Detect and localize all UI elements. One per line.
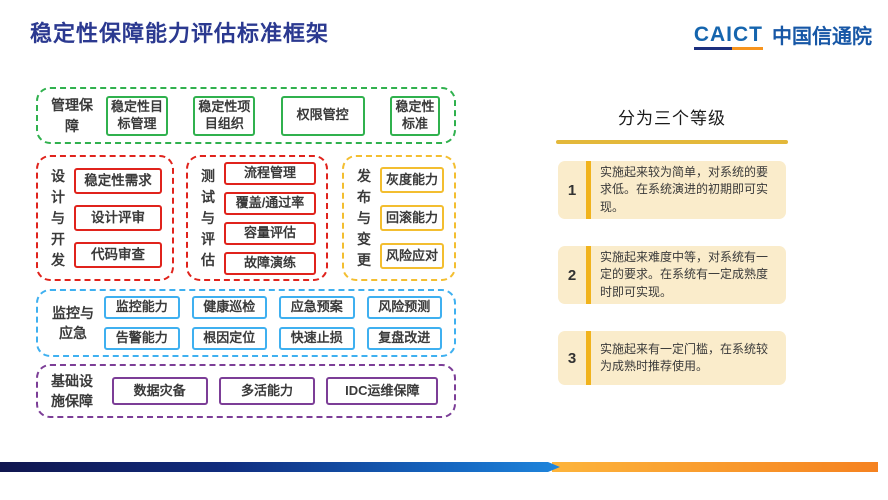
framework-item: 权限管控 bbox=[280, 95, 365, 136]
caict-brand: CAICT bbox=[693, 23, 763, 50]
caict-name: 中国信通院 bbox=[772, 26, 872, 48]
group-label: 监控与应急 bbox=[52, 304, 94, 341]
framework-item: 风险预测 bbox=[366, 296, 442, 319]
group-items: 流程管理 覆盖/通过率 容量评估 故障演练 bbox=[224, 161, 326, 275]
group-items: 稳定性目标管理 稳定性项目组织 权限管控 稳定性标准 bbox=[98, 95, 454, 136]
group-items: 数据灾备 多活能力 IDC运维保障 bbox=[96, 377, 454, 405]
caict-brand-text: CAICT bbox=[693, 23, 763, 46]
level-number: 1 bbox=[567, 181, 577, 199]
level-card-3: 3 实施起来有一定门槛，在系统较为成熟时推荐使用。 bbox=[558, 331, 786, 385]
caict-logo: CAICT 中国信通院 bbox=[693, 23, 872, 50]
framework-item: 流程管理 bbox=[224, 161, 316, 185]
framework-item: 应急预案 bbox=[279, 296, 355, 319]
level-card-2: 2 实施起来难度中等，对系统有一定的要求。在系统有一定成熟度时即可实现。 bbox=[558, 246, 786, 304]
level-description: 实施起来有一定门槛，在系统较为成熟时推荐使用。 bbox=[600, 341, 769, 373]
level-description: 实施起来难度中等，对系统有一定的要求。在系统有一定成熟度时即可实现。 bbox=[600, 249, 769, 299]
framework-item: 回滚能力 bbox=[380, 205, 444, 231]
group-items: 灰度能力 回滚能力 风险应对 bbox=[380, 167, 454, 269]
framework-item: 快速止损 bbox=[279, 327, 355, 350]
caict-underline bbox=[693, 47, 763, 50]
group-label: 测试与评估 bbox=[201, 167, 215, 268]
levels-heading-underline bbox=[556, 140, 788, 144]
framework-item: 风险应对 bbox=[380, 243, 444, 269]
group-monitoring-emergency: 监控与应急 监控能力 健康巡检 应急预案 风险预测 告警能力 根因定位 快速止损… bbox=[36, 289, 456, 357]
framework-item: 容量评估 bbox=[224, 221, 316, 245]
group-items: 稳定性需求 设计评审 代码审查 bbox=[74, 168, 172, 268]
group-release-change: 发布与变更 灰度能力 回滚能力 风险应对 bbox=[342, 155, 456, 281]
framework-item: 稳定性需求 bbox=[74, 168, 162, 194]
group-items: 监控能力 健康巡检 应急预案 风险预测 告警能力 根因定位 快速止损 复盘改进 bbox=[98, 296, 454, 350]
framework-item: 灰度能力 bbox=[380, 167, 444, 193]
framework-item: 监控能力 bbox=[104, 296, 180, 319]
framework-item: IDC运维保障 bbox=[326, 377, 439, 405]
framework-item: 健康巡检 bbox=[191, 296, 267, 319]
framework-item: 故障演练 bbox=[224, 251, 316, 275]
framework-item: 根因定位 bbox=[191, 327, 267, 350]
framework-item: 设计评审 bbox=[74, 205, 162, 231]
group-label: 基础设施保障 bbox=[51, 372, 93, 409]
group-test-evaluation: 测试与评估 流程管理 覆盖/通过率 容量评估 故障演练 bbox=[186, 155, 328, 281]
levels-heading: 分为三个等级 bbox=[618, 109, 726, 128]
framework-item: 数据灾备 bbox=[111, 377, 208, 405]
group-management-assurance: 管理保障 稳定性目标管理 稳定性项目组织 权限管控 稳定性标准 bbox=[36, 87, 456, 144]
page-title: 稳定性保障能力评估标准框架 bbox=[30, 21, 330, 46]
framework-item: 告警能力 bbox=[104, 327, 180, 350]
level-description: 实施起来较为简单，对系统的要求低。在系统演进的初期即可实现。 bbox=[600, 164, 769, 214]
group-infrastructure-assurance: 基础设施保障 数据灾备 多活能力 IDC运维保障 bbox=[36, 364, 456, 418]
level-card-1: 1 实施起来较为简单，对系统的要求低。在系统演进的初期即可实现。 bbox=[558, 161, 786, 219]
framework-item: 代码审查 bbox=[74, 242, 162, 268]
group-label: 设计与开发 bbox=[51, 167, 65, 268]
group-label: 管理保障 bbox=[51, 97, 93, 134]
framework-item: 覆盖/通过率 bbox=[224, 191, 316, 215]
level-number: 3 bbox=[567, 349, 577, 367]
group-label: 发布与变更 bbox=[357, 167, 371, 268]
level-accent-bar bbox=[586, 331, 591, 385]
group-design-development: 设计与开发 稳定性需求 设计评审 代码审查 bbox=[36, 155, 174, 281]
framework-item: 复盘改进 bbox=[366, 327, 442, 350]
level-accent-bar bbox=[586, 161, 591, 219]
level-accent-bar bbox=[586, 246, 591, 304]
level-number: 2 bbox=[567, 266, 577, 284]
footer-bar-blue bbox=[0, 462, 560, 472]
footer-bar-orange bbox=[552, 462, 878, 472]
framework-item: 稳定性目标管理 bbox=[106, 95, 168, 136]
framework-item: 稳定性标准 bbox=[389, 95, 440, 136]
framework-item: 稳定性项目组织 bbox=[193, 95, 256, 136]
framework-item: 多活能力 bbox=[218, 377, 315, 405]
